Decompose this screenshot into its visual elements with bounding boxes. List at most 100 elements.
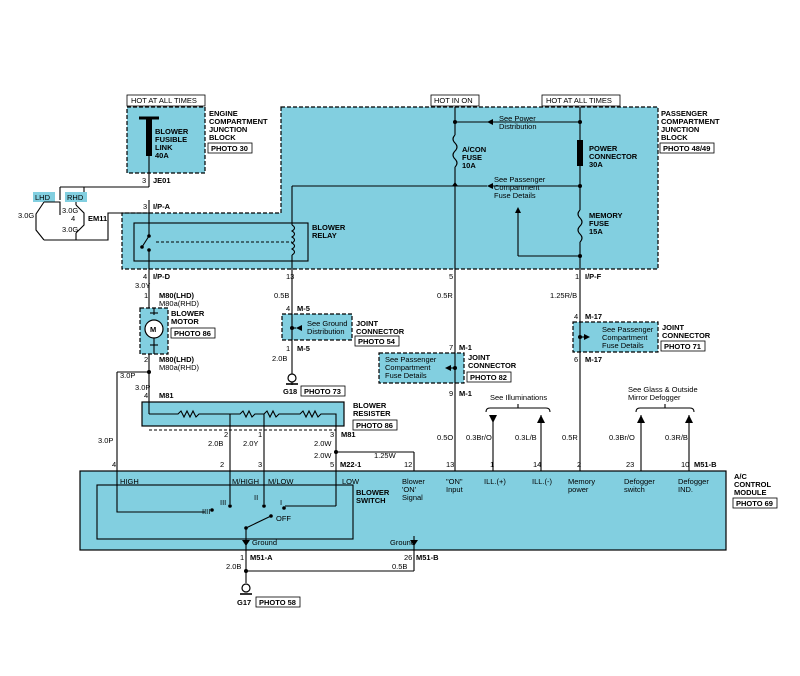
blower-on-signal-3: Signal <box>402 493 423 502</box>
wire-3-0p-b: 3.0P <box>135 383 150 392</box>
jc82-title-1: JOINT <box>468 353 491 362</box>
ipf-pin: 1 <box>575 272 579 281</box>
ecjb-title-3: JUNCTION <box>209 125 247 134</box>
wire-3-0g-a: 3.0G <box>18 211 34 220</box>
wire-3-0g-c: 3.0G <box>62 225 78 234</box>
ground-g17-icon <box>241 583 251 593</box>
low-label: LOW <box>342 477 360 486</box>
blower-relay-box <box>133 222 309 262</box>
ipd-label: I/P-D <box>153 272 171 281</box>
m80a-rhd: M80a(RHD) <box>159 299 200 308</box>
g18-label: G18 <box>283 387 297 396</box>
photo-86-motor: PHOTO 86 <box>174 329 211 338</box>
memory-fuse-1: MEMORY <box>589 211 622 220</box>
blower-switch-box <box>96 484 354 540</box>
blower-on-signal-1: Blower <box>402 477 425 486</box>
blower-motor-2: MOTOR <box>171 317 199 326</box>
wire-2-0w-b: 2.0W <box>314 451 332 460</box>
power-conn-2: CONNECTOR <box>589 152 638 161</box>
blower-switch-2: SWITCH <box>356 496 386 505</box>
resister-pin-1: 1 <box>258 430 262 439</box>
on-input-1: "ON" <box>446 477 463 486</box>
m17-pin-4: 4 <box>574 312 578 321</box>
see-glass-1: See Glass & Outside <box>628 385 698 394</box>
ipa-label: I/P-A <box>153 202 171 211</box>
wire-0-3rb: 0.3R/B <box>665 433 688 442</box>
defogger-switch-1: Defogger <box>624 477 655 486</box>
pcjb-title-4: BLOCK <box>661 133 688 142</box>
hot-at-all-times-right-label: HOT AT ALL TIMES <box>546 96 612 105</box>
see-glass-2: Mirror Defogger <box>628 393 681 402</box>
photo-73: PHOTO 73 <box>304 387 341 396</box>
jc71-title-1: JOINT <box>662 323 685 332</box>
wire-0-5r-b: 0.5R <box>562 433 578 442</box>
defogger-ind-1: Defogger <box>678 477 709 486</box>
blower-fuse-label-2: FUSIBLE <box>155 135 187 144</box>
m1-pin-7: 7 <box>449 343 453 352</box>
passenger-compartment-junction-block <box>122 107 658 269</box>
see-pass-1: See Passenger <box>494 175 546 184</box>
switch-pos-iiii: IIII <box>202 507 210 516</box>
wire-3-0g-b: 3.0G <box>62 206 78 215</box>
jc71-see-1: See Passenger <box>602 325 654 334</box>
sw-pin-2: 2 <box>220 460 224 469</box>
high-label: HIGH <box>120 477 139 486</box>
wire-0-5b-b: 0.5B <box>392 562 407 571</box>
ecjb-title-1: ENGINE <box>209 109 238 118</box>
pcjb-title-3: JUNCTION <box>661 125 699 134</box>
ac-module-title-1: A/C <box>734 472 748 481</box>
mlow-label: M/LOW <box>268 477 294 486</box>
see-ground-1: See Ground <box>307 319 347 328</box>
ipf-label: I/P-F <box>585 272 602 281</box>
wire-2-0b-g: 2.0B <box>272 354 287 363</box>
blower-resister-1: BLOWER <box>353 401 387 410</box>
wire-2-0w-a: 2.0W <box>314 439 332 448</box>
jc54-title-1: JOINT <box>356 319 379 328</box>
ipa-pin: 3 <box>143 202 147 211</box>
m51a-label: M51-A <box>250 553 273 562</box>
em11-label: EM11 <box>88 214 107 223</box>
power-conn-3: 30A <box>589 160 603 169</box>
m5-pin-1: 1 <box>286 344 290 353</box>
see-power-2: Distribution <box>499 122 537 131</box>
lhd-label: LHD <box>35 193 51 202</box>
see-pass-3: Fuse Details <box>494 191 536 200</box>
wire-0-3bro-b: 0.3Br/O <box>609 433 635 442</box>
wire-2-0b-b: 2.0B <box>226 562 241 571</box>
see-power-1: See Power <box>499 114 536 123</box>
m51a-pin-1: 1 <box>240 553 244 562</box>
g17-label: G17 <box>237 598 251 607</box>
sw-pin-5: 5 <box>330 460 334 469</box>
m80-pin-1: 1 <box>144 291 148 300</box>
jc82-see-1: See Passenger <box>385 355 437 364</box>
resister-pin-2: 2 <box>224 430 228 439</box>
photo-71: PHOTO 71 <box>664 342 701 351</box>
blower-relay-label-2: RELAY <box>312 231 337 240</box>
on-input-2: Input <box>446 485 464 494</box>
pin-14: 14 <box>533 460 541 469</box>
pcjb-photo: PHOTO 48/49 <box>663 144 710 153</box>
jc71-see-2: Compartment <box>602 333 648 342</box>
m17b-label: M-17 <box>585 355 602 364</box>
acon-fuse-2: FUSE <box>462 153 482 162</box>
ac-module-title-3: MODULE <box>734 488 767 497</box>
photo-69: PHOTO 69 <box>736 499 773 508</box>
ground-g18-icon <box>287 373 297 383</box>
motor-m: M <box>150 325 156 334</box>
m81-pin-4: 4 <box>144 391 148 400</box>
memory-fuse-2: FUSE <box>589 219 609 228</box>
pin-12: 12 <box>404 460 412 469</box>
ecjb-title-4: BLOCK <box>209 133 236 142</box>
m5-pin-4: 4 <box>286 304 290 313</box>
wire-3-0y: 3.0Y <box>135 281 150 290</box>
memory-fuse-3: 15A <box>589 227 603 236</box>
blower-relay-label-1: BLOWER <box>312 223 346 232</box>
switch-pos-ii: II <box>254 493 258 502</box>
jc71-title-2: CONNECTOR <box>662 331 711 340</box>
switch-pos-iii: III <box>220 498 226 507</box>
ill-minus-label: ILL.(-) <box>532 477 553 486</box>
hot-at-all-times-label: HOT AT ALL TIMES <box>131 96 197 105</box>
blower-fuse-label-4: 40A <box>155 151 169 160</box>
m81b-label: M81 <box>341 430 356 439</box>
